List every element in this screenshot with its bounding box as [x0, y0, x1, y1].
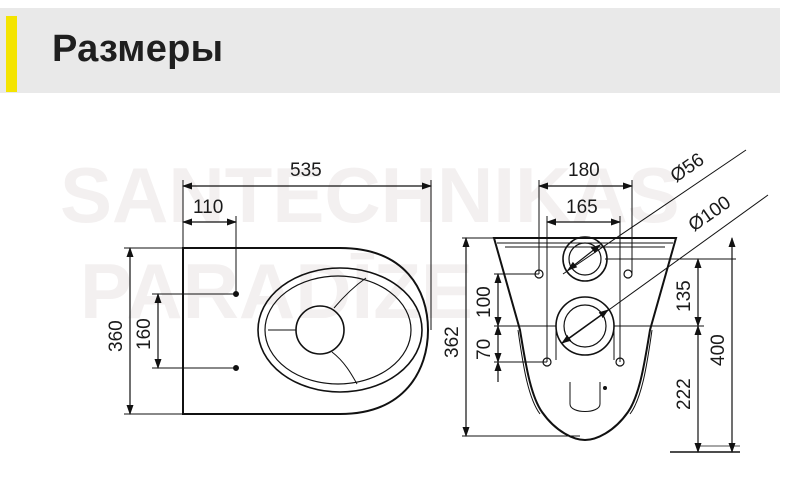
label-floor-outlet: 222 — [674, 378, 695, 410]
front-view-outline — [492, 237, 678, 442]
label-total-height: 400 — [708, 334, 729, 366]
label-inner-width: 165 — [566, 197, 598, 218]
label-left-height: 362 — [442, 326, 463, 358]
section-header — [0, 8, 780, 93]
header-accent-bar — [6, 16, 17, 92]
top-view-rim-inner — [264, 275, 412, 385]
top-view-rim-outer — [257, 267, 423, 393]
section-title: Размеры — [52, 28, 224, 70]
top-view-outline — [182, 247, 430, 415]
label-outlet-diameter: Ø100 — [685, 192, 735, 236]
label-width: 360 — [106, 320, 127, 352]
top-view-flow-line-3 — [331, 351, 358, 385]
front-view — [462, 149, 769, 453]
label-offset-b: 70 — [474, 339, 495, 360]
label-length: 535 — [290, 160, 322, 181]
label-outer-width: 180 — [568, 160, 600, 181]
label-offset: 110 — [193, 197, 223, 218]
top-view — [124, 180, 432, 415]
front-view-mount-hole-2 — [623, 269, 633, 279]
label-offset-a: 100 — [474, 286, 495, 318]
label-inlet-height: 135 — [674, 280, 695, 312]
label-hole-spacing: 160 — [134, 318, 155, 350]
top-view-flow-line-2 — [333, 277, 367, 309]
